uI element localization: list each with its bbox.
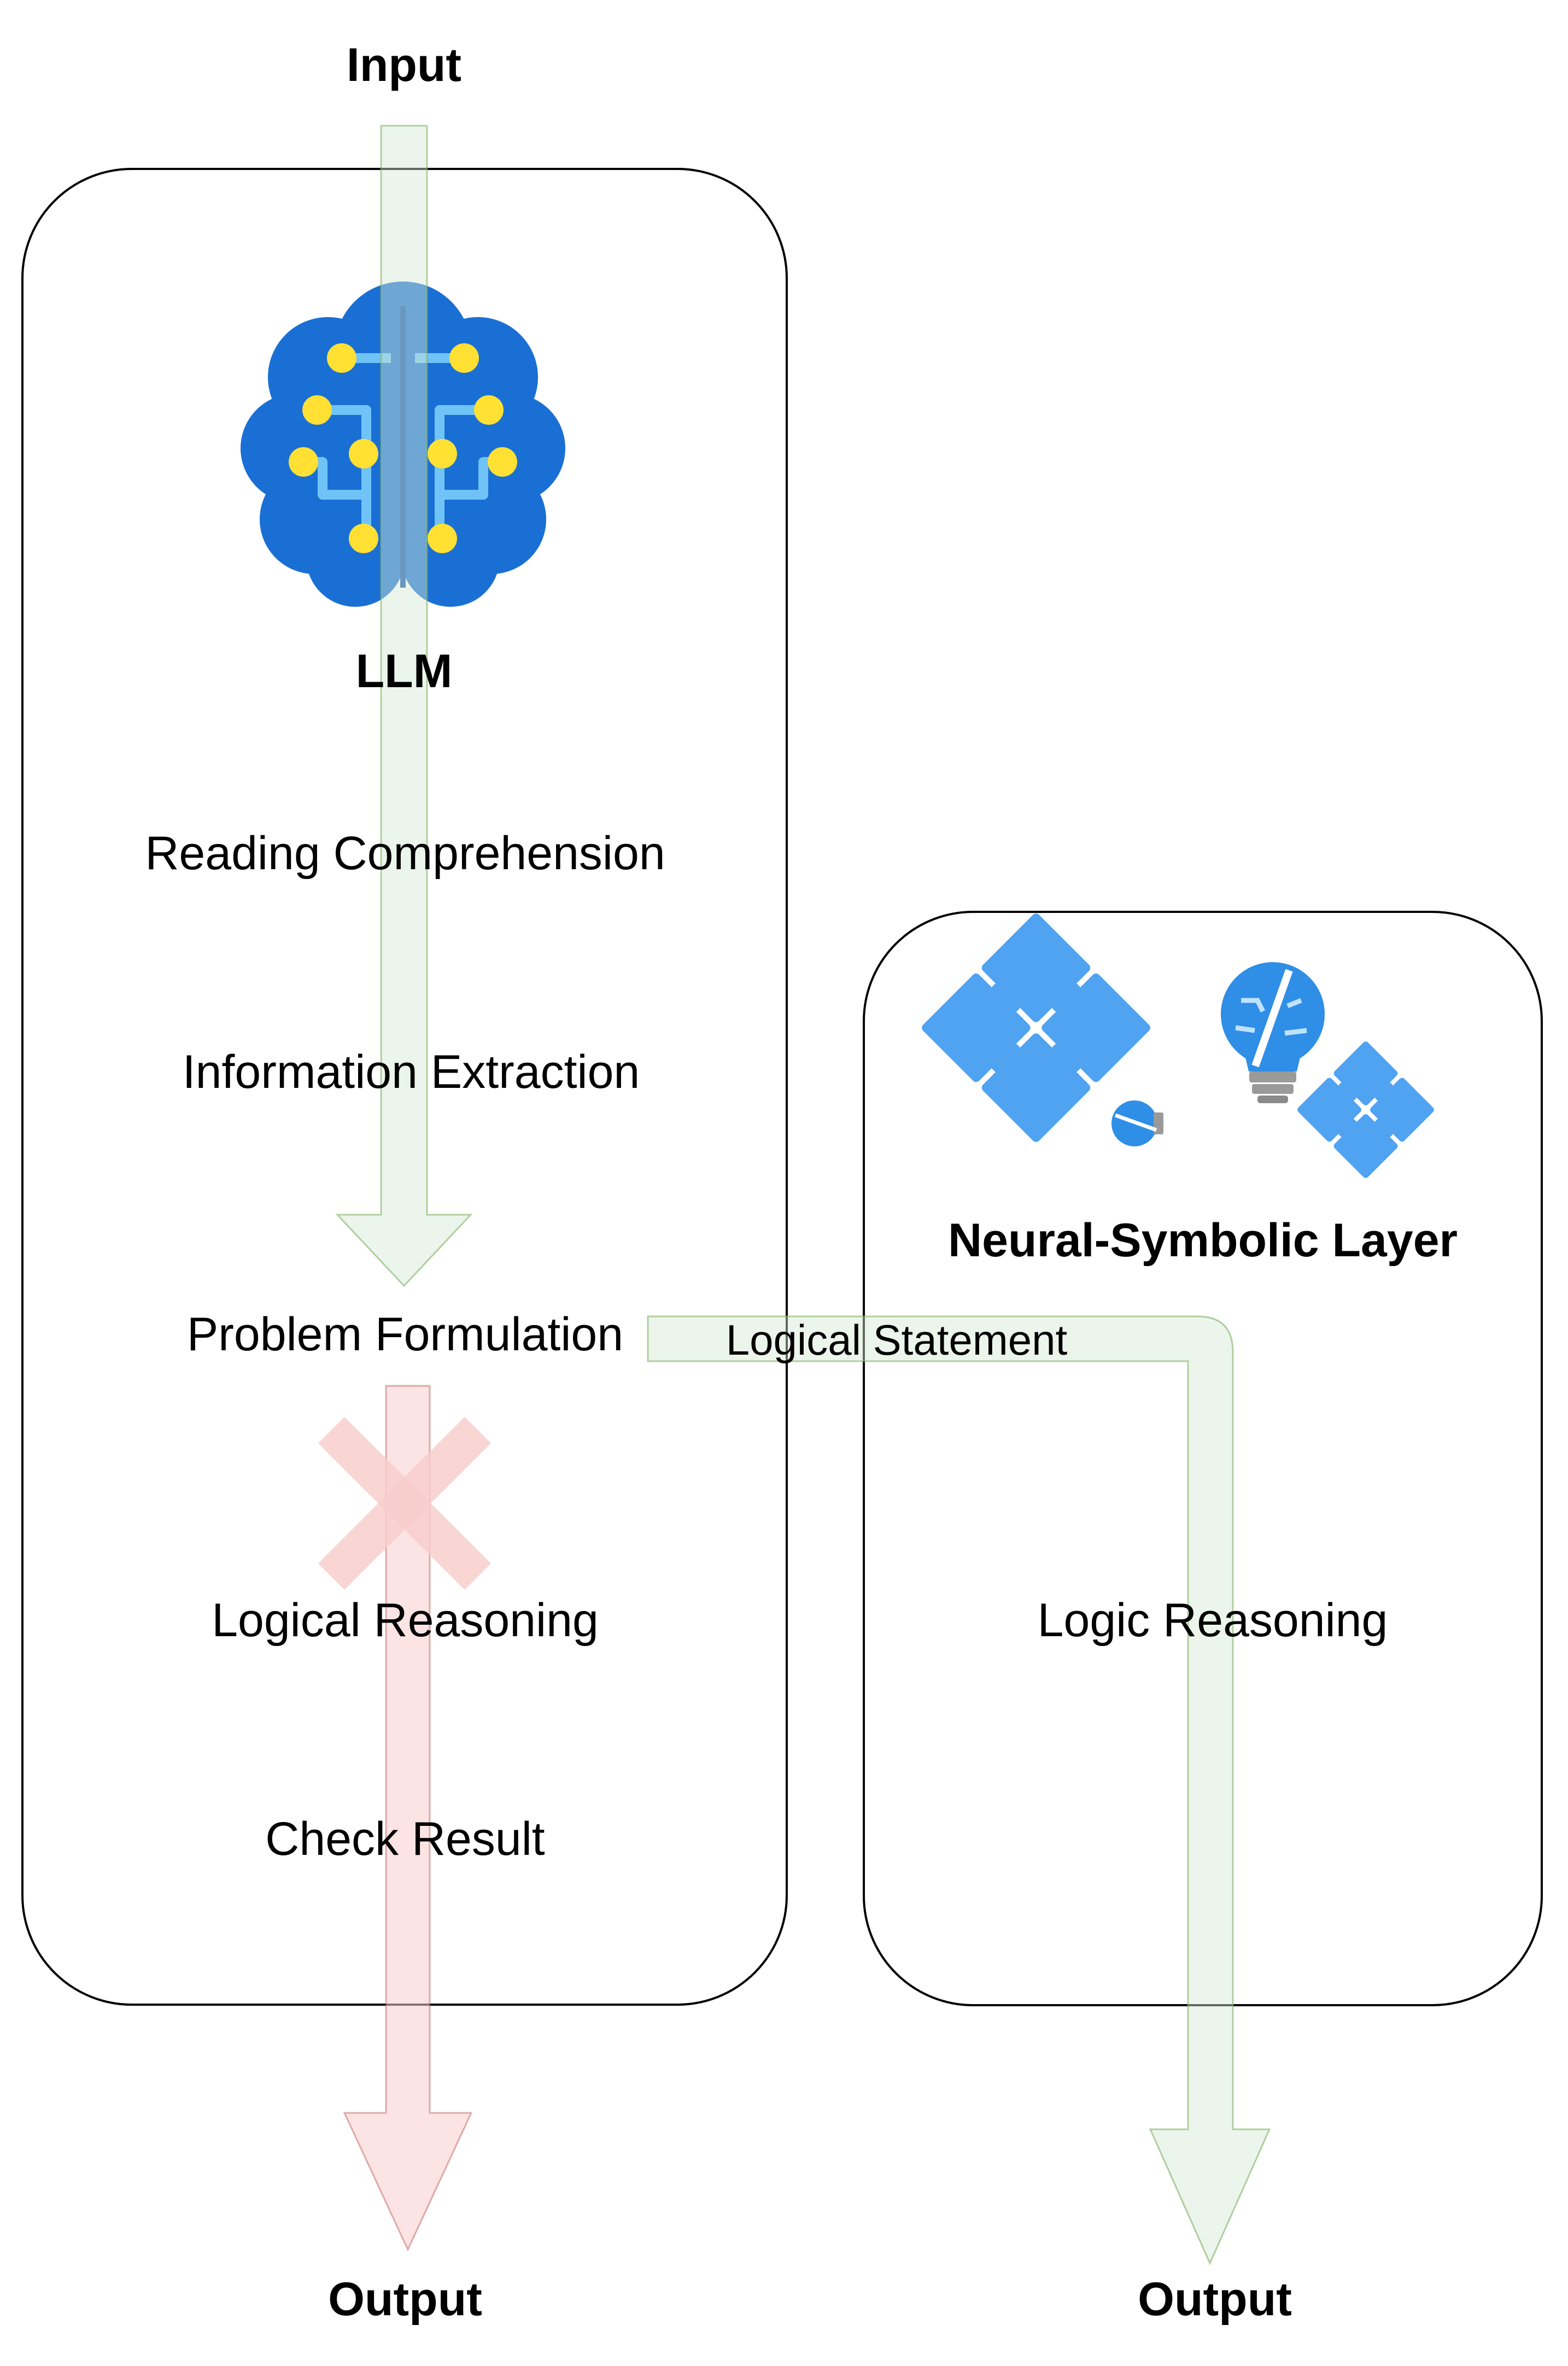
step-information-extraction: Information Extraction <box>183 1046 640 1098</box>
step-problem-formulation: Problem Formulation <box>187 1308 623 1361</box>
ns-layer-title: Neural-Symbolic Layer <box>948 1214 1458 1267</box>
failure-x-icon <box>318 1416 492 1590</box>
input-label: Input <box>347 39 461 91</box>
small-puzzle-icon <box>1297 1041 1434 1178</box>
llm-title: LLM <box>356 645 453 698</box>
logical-statement-arrow <box>647 1315 1271 2265</box>
small-bulb-icon <box>1111 1100 1163 1146</box>
brain-circuit-icon <box>241 282 565 607</box>
step-logical-reasoning: Logical Reasoning <box>212 1594 599 1647</box>
output-left-label: Output <box>328 2273 482 2326</box>
step-check-result: Check Result <box>265 1813 545 1865</box>
step-reading-comprehension: Reading Comprehension <box>145 827 665 880</box>
puzzle-icon <box>922 913 1150 1142</box>
lightbulb-icon <box>1221 962 1325 1103</box>
ns-layer-container <box>863 911 1543 2006</box>
step-logic-reasoning: Logic Reasoning <box>1038 1594 1388 1647</box>
output-right-label: Output <box>1138 2273 1292 2326</box>
input-arrow <box>335 125 473 1287</box>
logical-statement-label: Logical Statement <box>726 1316 1068 1364</box>
